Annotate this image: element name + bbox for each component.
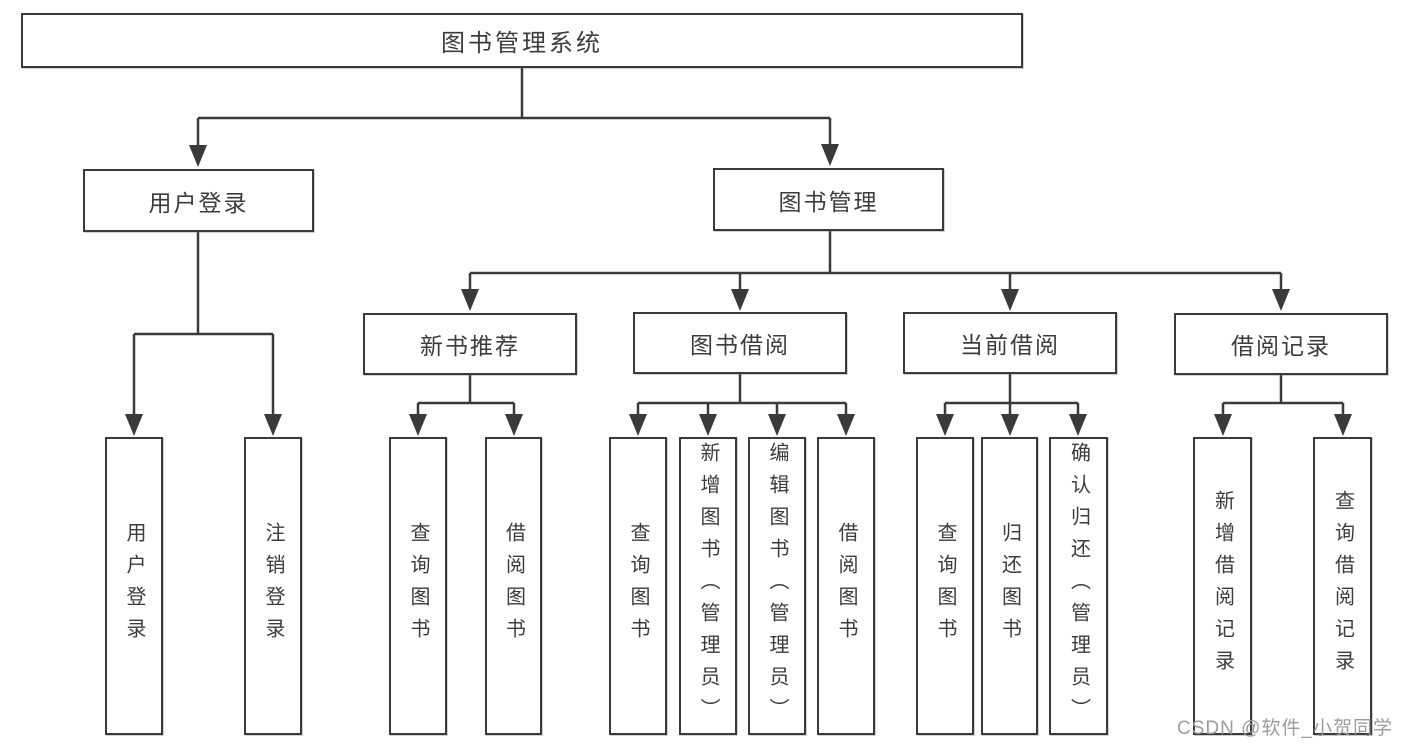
arrow-down-icon [837,414,855,436]
node-label: 确认归还（管理员） [1067,442,1090,730]
node-new-book-recommend: 新书推荐 [363,313,577,375]
arrow-down-icon [1272,289,1290,311]
arrow-down-icon [1214,414,1232,436]
arrow-down-icon [1001,289,1019,311]
node-label: 查询借阅记录 [1331,490,1354,682]
leaf-logout: 注销登录 [244,437,302,735]
node-label: 借阅图书 [835,522,857,650]
arrow-down-icon [768,414,786,436]
leaf-query-borrow-record: 查询借阅记录 [1313,437,1372,735]
leaf-borrow-book-1: 借阅图书 [485,437,542,735]
node-label: 图书管理系统 [441,30,603,57]
node-label: 图书管理 [778,188,879,215]
leaf-edit-book-admin: 编辑图书（管理员） [748,437,806,735]
arrow-down-icon [1069,414,1087,436]
arrow-down-icon [936,414,954,436]
node-borrow-records: 借阅记录 [1174,313,1388,375]
arrow-down-icon [264,414,282,436]
arrow-down-icon [125,414,143,436]
arrowheads [125,144,1352,436]
leaf-query-book-1: 查询图书 [389,437,447,735]
arrow-down-icon [461,289,479,311]
arrow-down-icon [731,289,749,311]
node-label: 编辑图书（管理员） [766,442,788,730]
leaf-borrow-book-2: 借阅图书 [817,437,875,735]
node-label: 归还图书 [998,522,1021,650]
node-book-management-branch: 图书管理 [713,168,944,231]
node-label: 用户登录 [148,189,249,216]
arrow-down-icon [821,144,839,166]
node-label: 用户登录 [123,522,145,650]
csdn-watermark: CSDN @软件_小贺同学 [1177,718,1393,739]
arrow-down-icon [409,414,427,436]
node-label: 查询图书 [407,522,429,650]
node-label: 注销登录 [262,522,284,650]
leaf-add-book-admin: 新增图书（管理员） [679,437,737,735]
node-system-root: 图书管理系统 [21,13,1023,68]
node-user-login-branch: 用户登录 [83,169,314,232]
arrow-down-icon [629,414,647,436]
node-label: 新增图书（管理员） [697,442,719,730]
leaf-query-book-3: 查询图书 [916,437,974,735]
arrow-down-icon [505,414,523,436]
node-current-borrow: 当前借阅 [903,312,1117,374]
node-label: 新增借阅记录 [1211,490,1234,682]
leaf-user-login: 用户登录 [105,437,163,735]
node-label: 借阅记录 [1231,333,1331,359]
node-label: 借阅图书 [502,522,525,650]
leaf-confirm-return-admin: 确认归还（管理员） [1049,437,1108,735]
arrow-down-icon [699,414,717,436]
node-label: 新书推荐 [420,333,520,359]
node-book-borrow: 图书借阅 [633,312,847,374]
leaf-query-book-2: 查询图书 [609,437,667,735]
arrow-down-icon [1334,414,1352,436]
node-label: 当前借阅 [960,332,1060,358]
node-label: 查询图书 [627,522,649,650]
leaf-add-borrow-record: 新增借阅记录 [1193,437,1252,735]
arrow-down-icon [1001,414,1019,436]
leaf-return-book: 归还图书 [981,437,1038,735]
node-label: 查询图书 [934,522,956,650]
tree-edges [132,68,1345,419]
node-label: 图书借阅 [690,332,790,358]
arrow-down-icon [189,145,207,167]
